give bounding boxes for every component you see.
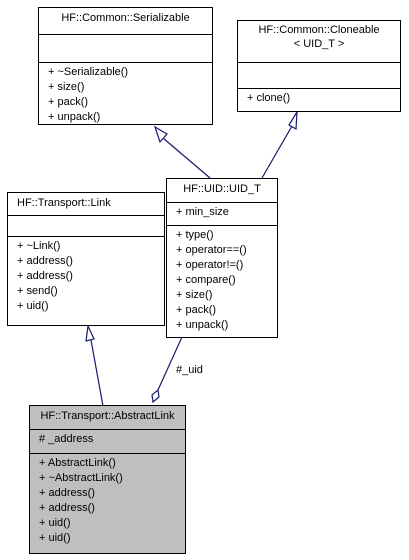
class-title: HF::UID::UID_T xyxy=(183,183,261,195)
operation-item: + unpack() xyxy=(176,319,229,331)
composition-edge-uid-to-abstractlink xyxy=(157,336,183,391)
inheritance-edge-uid-to-cloneable xyxy=(261,125,293,179)
class-link: HF::Transport::Link + ~Link() + address(… xyxy=(7,192,165,326)
operations-section: + ~Serializable() + size() + pack() + un… xyxy=(39,62,212,128)
attributes-section xyxy=(8,215,164,236)
operation-item: + operator==() xyxy=(176,244,247,256)
operation-item: + uid() xyxy=(39,532,71,544)
operations-section: + ~Link() + address() + address() + send… xyxy=(8,236,164,317)
class-abstract-link: HF::Transport::AbstractLink # _address +… xyxy=(29,405,186,554)
class-serializable: HF::Common::Serializable + ~Serializable… xyxy=(38,7,213,125)
class-title: HF::Common::Cloneable < UID_T > xyxy=(238,21,400,62)
attributes-section xyxy=(238,62,400,88)
operation-item: + pack() xyxy=(48,96,89,108)
attribute-item: + min_size xyxy=(176,206,229,218)
operations-section: + AbstractLink() + ~AbstractLink() + add… xyxy=(30,453,185,549)
operation-item: + pack() xyxy=(176,304,217,316)
attributes-section: + min_size xyxy=(167,202,277,225)
composition-diamond xyxy=(151,388,160,404)
operation-item: + size() xyxy=(176,289,213,301)
inheritance-edge-abstractlink-to-link xyxy=(90,339,104,407)
operation-item: + unpack() xyxy=(48,111,101,123)
inheritance-arrowhead-link xyxy=(85,323,95,342)
operation-item: + uid() xyxy=(39,517,71,529)
class-cloneable: HF::Common::Cloneable < UID_T > + clone(… xyxy=(237,20,401,112)
uid-member-label: #_uid xyxy=(176,364,203,376)
operation-item: + operator!=() xyxy=(176,259,244,271)
operation-item: + uid() xyxy=(17,300,49,312)
operation-item: + AbstractLink() xyxy=(39,457,116,469)
operation-item: + address() xyxy=(39,487,95,499)
inheritance-edge-uid-to-serializable xyxy=(162,137,211,179)
operation-item: + clone() xyxy=(247,92,291,104)
operation-item: + send() xyxy=(17,285,58,297)
operation-item: + ~AbstractLink() xyxy=(39,472,123,484)
attribute-item: # _address xyxy=(39,433,94,445)
operation-item: + ~Serializable() xyxy=(48,66,129,78)
attributes-section: # _address xyxy=(30,429,185,453)
class-title-line1: HF::Common::Cloneable xyxy=(258,24,380,36)
attributes-section xyxy=(39,34,212,62)
class-title: HF::Common::Serializable xyxy=(61,12,190,24)
class-uid: HF::UID::UID_T + min_size + type() + ope… xyxy=(166,178,278,338)
class-title: HF::Transport::Link xyxy=(17,197,111,209)
class-title: HF::Transport::AbstractLink xyxy=(40,410,175,422)
operation-item: + compare() xyxy=(176,274,236,286)
operation-item: + ~Link() xyxy=(17,240,61,252)
operation-item: + address() xyxy=(17,270,73,282)
inheritance-arrowhead-cloneable xyxy=(288,111,298,131)
operation-item: + type() xyxy=(176,229,214,241)
class-title-line2: < UID_T > xyxy=(293,38,345,50)
inheritance-arrowhead-serializable xyxy=(153,125,168,144)
operation-item: + address() xyxy=(39,502,95,514)
operations-section: + clone() xyxy=(238,88,400,109)
operation-item: + address() xyxy=(17,255,73,267)
operations-section: + type() + operator==() + operator!=() +… xyxy=(167,225,277,336)
operation-item: + size() xyxy=(48,81,85,93)
